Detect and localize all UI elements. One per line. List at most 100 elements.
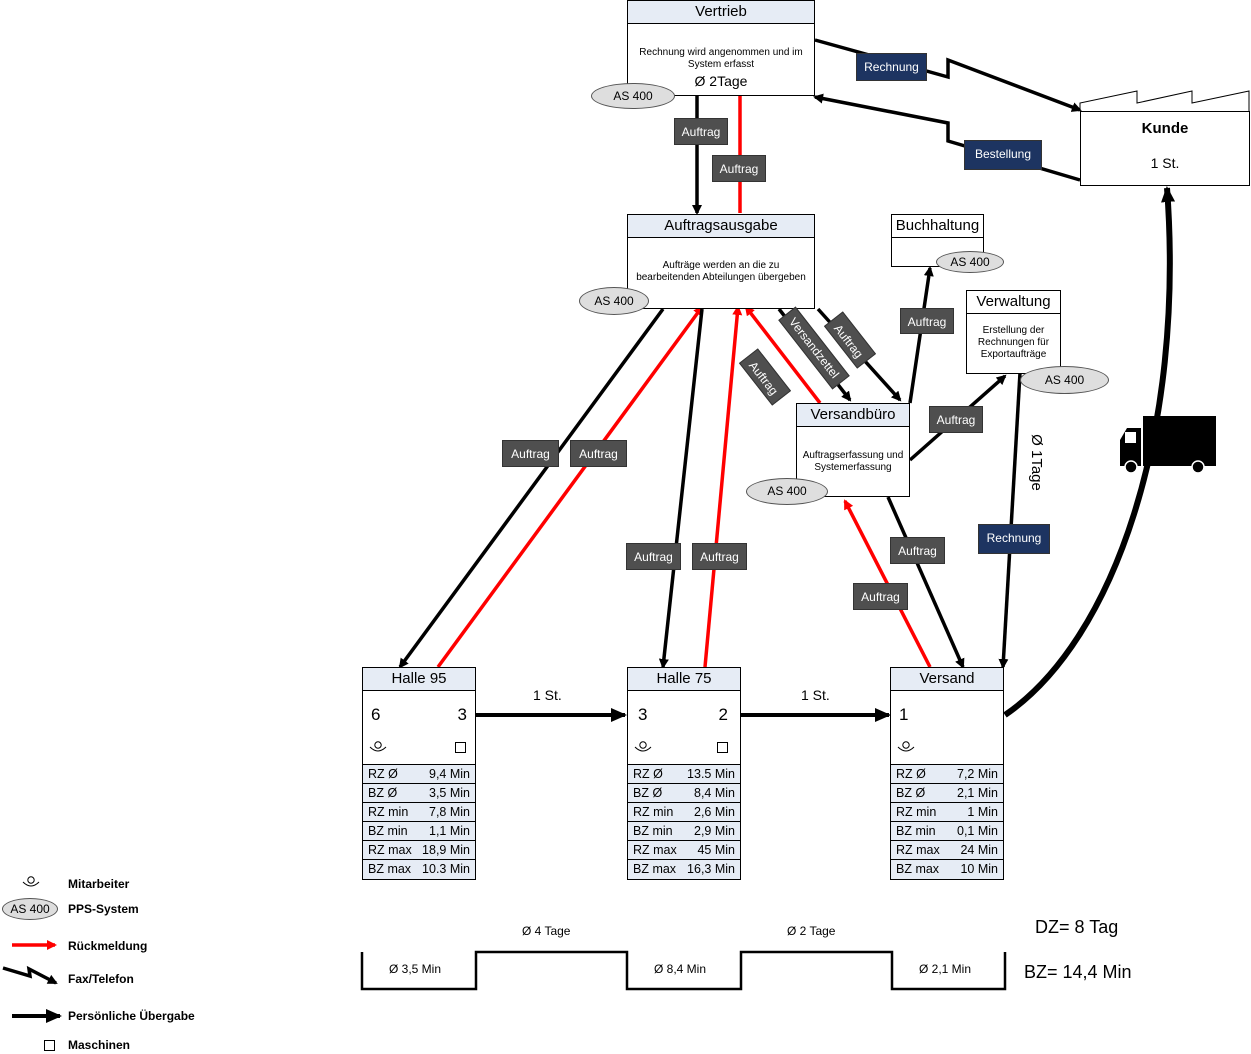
tag-auftrag-7: Auftrag <box>502 440 559 467</box>
buchhaltung-title: Buchhaltung <box>892 215 983 238</box>
verwaltung-time: Ø 1Tage <box>1027 434 1045 491</box>
tag-auftrag-9: Auftrag <box>626 543 681 570</box>
vertrieb-desc: Rechnung wird angenommen und im System e… <box>639 47 803 70</box>
flow-qty-1: 1 St. <box>533 687 562 703</box>
kunde-qty: 1 St. <box>1150 155 1180 171</box>
legend-fax: Fax/Telefon <box>68 972 134 986</box>
arrow-auftragsausgabe-halle75 <box>658 308 704 669</box>
legend-feedback: Rückmeldung <box>68 939 148 953</box>
feedback-versandbuero-auftragsausgabe <box>744 305 822 405</box>
legend-fax-arrow <box>2 965 58 985</box>
timeline-process-3: Ø 2,1 Min <box>919 962 972 976</box>
timeline-wait-2: Ø 2 Tage <box>787 924 836 938</box>
verwaltung-title: Verwaltung <box>967 291 1060 314</box>
legend-system: PPS-System <box>68 902 139 916</box>
versandbuero-system: AS 400 <box>746 478 828 505</box>
kunde-title: Kunde <box>1141 120 1189 137</box>
arrow-versandbuero-buchhaltung <box>908 266 934 404</box>
arrow-verwaltung-versand <box>998 372 1022 669</box>
worker-count: 3 <box>638 705 648 724</box>
feedback-halle75-auftragsausgabe <box>703 305 743 668</box>
tag-auftrag-1: Auftrag <box>674 118 728 145</box>
arrow-versandbuero-versand <box>886 496 965 669</box>
tag-bestellung: Bestellung <box>964 140 1042 170</box>
worker-icon <box>634 741 652 752</box>
legend-machine-icon <box>44 1040 55 1051</box>
tag-auftrag-2: Auftrag <box>712 155 766 182</box>
vertrieb-system: AS 400 <box>591 83 675 109</box>
feedback-halle95-auftragsausgabe <box>436 305 704 669</box>
vertrieb-box: Vertrieb Rechnung wird angenommen und im… <box>627 0 815 96</box>
timeline-process-2: Ø 8,4 Min <box>654 962 707 976</box>
tag-rechnung-2: Rechnung <box>978 524 1050 554</box>
vertrieb-title: Vertrieb <box>628 1 814 24</box>
machine-count: 2 <box>718 705 728 724</box>
tag-auftrag-4: Auftrag <box>929 406 983 433</box>
timeline-wait-1: Ø 4 Tage <box>522 924 571 938</box>
auftragsausgabe-desc: Aufträge werden an die zu bearbeitenden … <box>636 260 806 283</box>
process-title: Halle 95 <box>363 668 475 691</box>
legend-system-icon: AS 400 <box>2 898 58 920</box>
verwaltung-desc: Erstellung der Rechnungen für Exportauft… <box>977 325 1050 360</box>
auftragsausgabe-system: AS 400 <box>579 287 649 315</box>
processing-time-total: BZ= 14,4 Min <box>1024 962 1132 982</box>
process-title: Versand <box>891 668 1003 691</box>
versandbuero-title: Versandbüro <box>797 404 909 427</box>
verwaltung-system: AS 400 <box>1020 366 1109 394</box>
worker-count: 6 <box>371 705 381 724</box>
machine-count: 3 <box>457 705 467 724</box>
auftragsausgabe-title: Auftragsausgabe <box>628 215 814 238</box>
timeline-process-1: Ø 3,5 Min <box>389 962 442 976</box>
machine-icon <box>717 742 728 753</box>
buchhaltung-system: AS 400 <box>936 251 1004 273</box>
tag-auftrag-3: Auftrag <box>900 308 954 334</box>
verwaltung-box: Verwaltung Erstellung der Rechnungen für… <box>966 290 1061 374</box>
worker-count: 1 <box>899 705 909 724</box>
truck-icon <box>1120 416 1216 474</box>
tag-auftrag-10: Auftrag <box>692 543 747 570</box>
arrow-auftragsausgabe-halle95 <box>398 307 665 669</box>
legend-worker-icon <box>22 876 40 887</box>
kunde-box: Kunde 1 St. <box>1080 111 1250 186</box>
tag-auftrag-12: Auftrag <box>853 583 908 610</box>
fax-vertrieb-kunde <box>814 38 1082 112</box>
lead-time-line <box>360 950 1007 991</box>
lead-time-total: DZ= 8 Tag <box>1035 917 1119 937</box>
tag-rechnung-1: Rechnung <box>856 53 927 81</box>
legend-worker: Mitarbeiter <box>68 877 130 891</box>
auftragsausgabe-box: Auftragsausgabe Aufträge werden an die z… <box>627 214 815 309</box>
vertrieb-time: Ø 2Tage <box>694 73 748 89</box>
legend-handover: Persönliche Übergabe <box>68 1009 195 1023</box>
worker-icon <box>369 741 387 752</box>
flow-qty-2: 1 St. <box>801 687 830 703</box>
process-title: Halle 75 <box>628 668 740 691</box>
versandbuero-desc: Auftragserfassung und Systemerfassung <box>802 450 904 473</box>
tag-auftrag-11: Auftrag <box>890 537 945 564</box>
worker-icon <box>897 741 915 752</box>
tag-auftrag-8: Auftrag <box>570 440 627 467</box>
kunde-roof <box>1079 90 1250 111</box>
machine-icon <box>455 742 466 753</box>
